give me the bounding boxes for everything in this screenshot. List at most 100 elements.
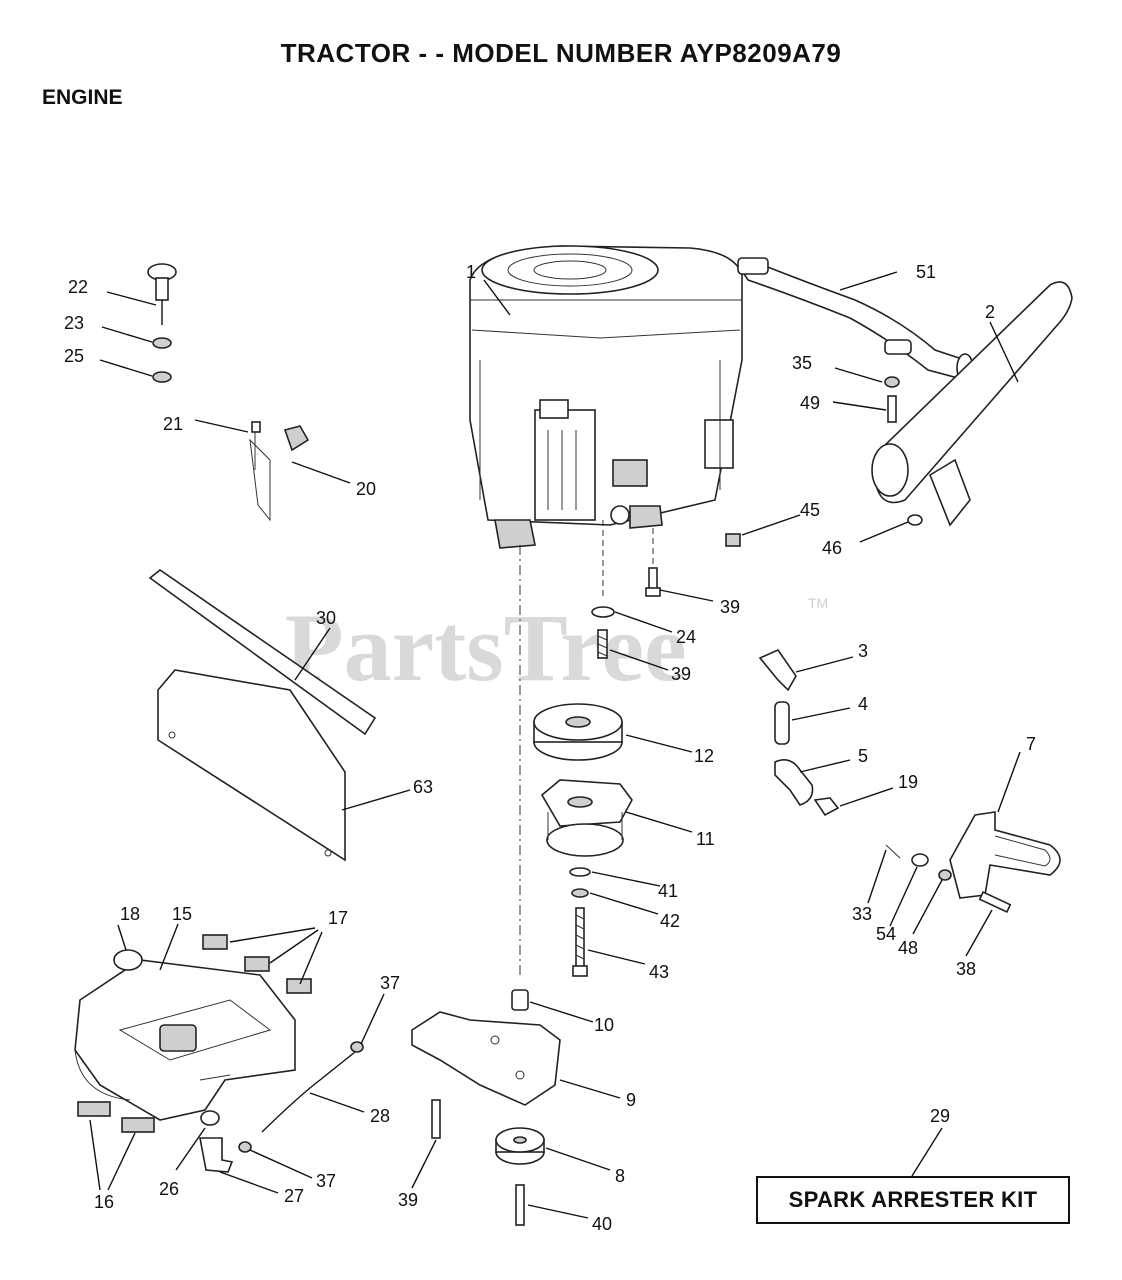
callout-37-lower: 37 — [316, 1171, 336, 1191]
fuel-tank-part — [74, 959, 296, 1121]
washer-part — [907, 514, 923, 526]
callout-33: 33 — [852, 904, 872, 924]
callout-20: 20 — [356, 479, 376, 499]
pad-part — [244, 956, 270, 972]
callout-54: 54 — [876, 924, 896, 944]
callout-35: 35 — [792, 353, 812, 373]
section-label: ENGINE — [42, 86, 123, 109]
fitting-part — [774, 759, 814, 806]
dipstick-cap-part — [147, 263, 177, 325]
callout-4: 4 — [858, 694, 868, 714]
callout-1: 1 — [466, 262, 476, 282]
elbow-part — [758, 648, 797, 692]
callout-49: 49 — [800, 393, 820, 413]
muffler-part — [871, 281, 1073, 527]
hose-part — [774, 701, 790, 745]
washer-part — [938, 869, 952, 881]
diagram-title: TRACTOR - - MODEL NUMBER AYP8209A79 — [280, 38, 842, 68]
choke-bracket-part — [949, 811, 1061, 899]
callout-2: 2 — [985, 302, 995, 322]
lock-washer-part — [571, 888, 589, 898]
watermark: PartsTree — [285, 594, 687, 701]
callout-15: 15 — [172, 904, 192, 924]
callout-51: 51 — [916, 262, 936, 282]
callout-19: 19 — [898, 772, 918, 792]
bolt-part — [597, 629, 608, 659]
clamp-part — [813, 797, 840, 817]
callout-48: 48 — [898, 938, 918, 958]
exhaust-pipe-part — [737, 257, 974, 383]
callout-11: 11 — [696, 829, 715, 849]
callout-3: 3 — [858, 641, 868, 661]
pulley-part — [533, 703, 623, 761]
pad-part — [121, 1117, 155, 1133]
washer-part — [591, 606, 615, 618]
shutoff-valve-part — [199, 1137, 234, 1173]
washer-part — [911, 853, 929, 867]
hose-clamp-part — [238, 1141, 252, 1153]
callout-40: 40 — [592, 1214, 612, 1234]
callout-7: 7 — [1026, 734, 1036, 754]
callout-21: 21 — [163, 414, 183, 434]
bracket-part — [411, 1011, 561, 1106]
hose-clamp-part — [350, 1041, 364, 1053]
callout-37-upper: 37 — [380, 973, 400, 993]
callout-25: 25 — [64, 346, 84, 366]
pad-part — [77, 1101, 111, 1117]
heat-shield-part — [157, 669, 346, 862]
callout-17: 17 — [328, 908, 348, 928]
callout-9: 9 — [626, 1090, 636, 1110]
callout-63: 63 — [413, 777, 433, 797]
spark-arrester-kit-box: SPARK ARRESTER KIT — [756, 1176, 1070, 1224]
bolt-part — [645, 567, 661, 597]
callout-5: 5 — [858, 746, 868, 766]
bolt-part — [572, 907, 588, 977]
clutch-part — [540, 779, 633, 857]
grommet-part — [200, 1110, 220, 1126]
callout-39-upper: 39 — [720, 597, 740, 617]
callout-43: 43 — [649, 962, 669, 982]
callout-10: 10 — [594, 1015, 614, 1035]
callout-26: 26 — [159, 1179, 179, 1199]
leader-lines — [89, 271, 1021, 1219]
pad-part — [202, 934, 228, 950]
callout-28: 28 — [370, 1106, 390, 1126]
callout-27: 27 — [284, 1186, 304, 1206]
callout-29: 29 — [930, 1106, 950, 1126]
nut-part — [725, 533, 741, 547]
callout-45: 45 — [800, 500, 820, 520]
callout-46: 46 — [822, 538, 842, 558]
callout-39-middle: 39 — [671, 664, 691, 684]
spacer-part — [511, 989, 529, 1011]
callout-22: 22 — [68, 277, 88, 297]
callout-30: 30 — [316, 608, 336, 628]
washer-part — [569, 867, 591, 877]
engine-part — [469, 245, 743, 549]
callout-42: 42 — [660, 911, 680, 931]
callout-24: 24 — [676, 627, 696, 647]
bolt-part — [431, 1099, 441, 1139]
fuel-line-part — [261, 1051, 356, 1133]
callout-39-lower: 39 — [398, 1190, 418, 1210]
pad-part — [286, 978, 312, 994]
fuel-cap-part — [113, 949, 143, 971]
washer-part — [152, 337, 172, 349]
callout-41: 41 — [658, 881, 678, 901]
seal-strip-part — [148, 569, 377, 736]
callout-18: 18 — [120, 904, 140, 924]
watermark-tm: TM — [808, 595, 828, 611]
callout-38: 38 — [956, 959, 976, 979]
callout-8: 8 — [615, 1166, 625, 1186]
callout-12: 12 — [694, 746, 714, 766]
callout-16: 16 — [94, 1192, 114, 1212]
idler-pulley-part — [495, 1127, 545, 1165]
callout-labels: 1 2 3 4 5 7 8 9 10 11 12 15 16 17 18 19 … — [64, 262, 1036, 1234]
washer-part — [152, 371, 172, 383]
bolt-part — [515, 1184, 525, 1226]
callout-23: 23 — [64, 313, 84, 333]
bolt-part — [978, 890, 1012, 914]
screw-part — [887, 395, 897, 423]
spark-arrester-kit-label: SPARK ARRESTER KIT — [788, 1187, 1038, 1212]
dipstick-tube-bracket-part — [249, 421, 310, 522]
